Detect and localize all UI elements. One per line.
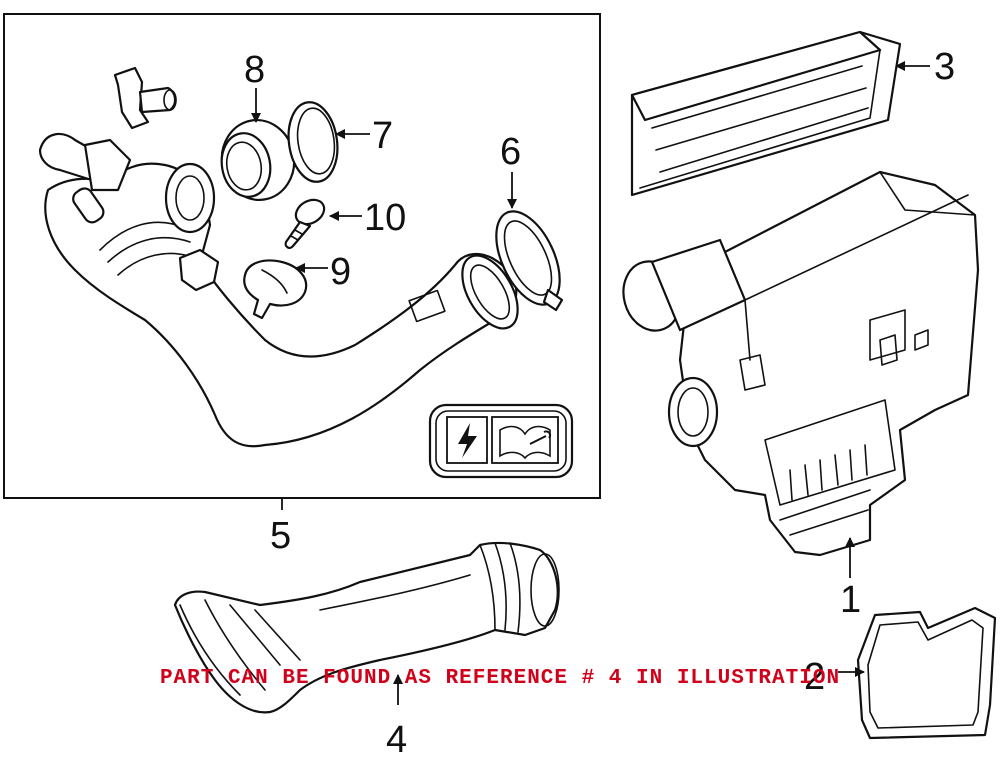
bolt-part-10[interactable] [284, 195, 329, 249]
reference-banner: PART CAN BE FOUND AS REFERENCE # 4 IN IL… [159, 667, 841, 690]
callout-4: 4 [386, 719, 407, 755]
intake-duct-part-5[interactable] [38, 66, 529, 448]
air-filter-part-3[interactable] [630, 30, 902, 197]
coupler-part-8[interactable] [216, 114, 301, 205]
callout-6: 6 [500, 131, 521, 173]
warning-lightning-icon [446, 416, 488, 464]
callout-9: 9 [330, 251, 351, 293]
seal-part-2[interactable] [856, 606, 997, 740]
manual-wrench-icon [491, 416, 559, 464]
intake-snorkel-part-4[interactable] [173, 541, 560, 714]
callout-8: 8 [244, 49, 265, 91]
gasket-part-6[interactable] [483, 202, 572, 315]
warning-label [428, 403, 574, 479]
callout-10: 10 [364, 197, 406, 239]
callout-3: 3 [934, 46, 955, 88]
callout-7: 7 [372, 115, 393, 157]
sensor-part-9[interactable] [243, 259, 308, 320]
assembly-5-box [3, 13, 601, 499]
air-filter-housing-part-1[interactable] [616, 170, 980, 557]
clamp-ring-part-7[interactable] [284, 99, 343, 185]
callout-5: 5 [270, 515, 291, 557]
callout-1: 1 [840, 579, 861, 621]
callout-2: 2 [804, 656, 825, 698]
